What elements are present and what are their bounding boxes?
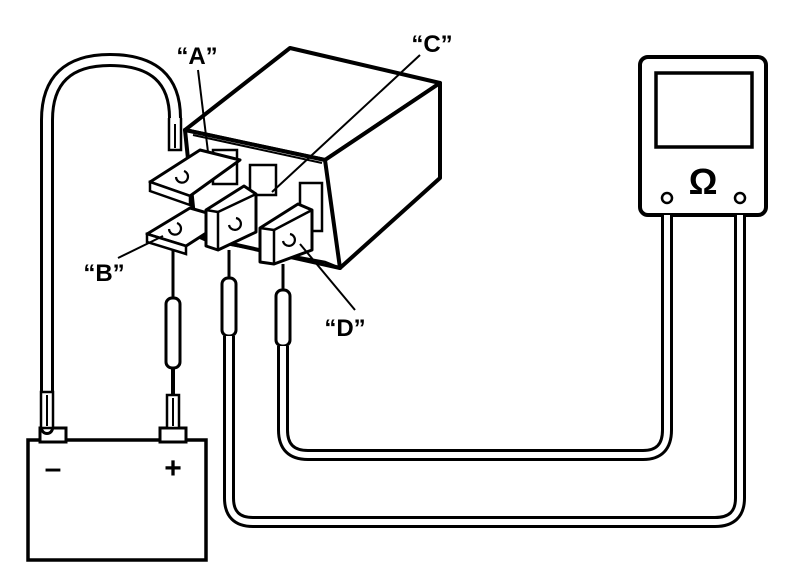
battery-negative-symbol: – xyxy=(45,452,62,485)
ohm-symbol: Ω xyxy=(689,161,718,202)
meter-lead-c xyxy=(220,215,746,528)
battery: – + xyxy=(26,426,208,562)
leader-line-c xyxy=(271,54,421,193)
label-terminal-c: “C” xyxy=(411,31,452,58)
leader-line-b xyxy=(117,235,164,259)
label-terminal-a: “A” xyxy=(176,43,217,70)
ohmmeter-display xyxy=(654,71,754,149)
leader-lines xyxy=(117,54,421,311)
ohmmeter: Ω xyxy=(638,55,768,217)
leader-line-d xyxy=(299,243,356,311)
positive-jumper-wire xyxy=(164,250,182,430)
leader-line-a xyxy=(197,69,209,153)
battery-positive-symbol: + xyxy=(164,452,182,485)
terminal-a xyxy=(148,148,242,207)
ohmmeter-jack-left xyxy=(660,191,674,205)
meter-lead-d xyxy=(274,215,673,461)
terminal-d xyxy=(258,202,314,266)
label-terminal-d: “D” xyxy=(324,315,365,342)
label-terminal-b: “B” xyxy=(83,260,124,287)
ohmmeter-jack-right xyxy=(733,191,747,205)
terminal-c xyxy=(204,184,258,252)
negative-jumper-wire xyxy=(39,52,183,435)
battery-positive-post xyxy=(158,426,188,444)
